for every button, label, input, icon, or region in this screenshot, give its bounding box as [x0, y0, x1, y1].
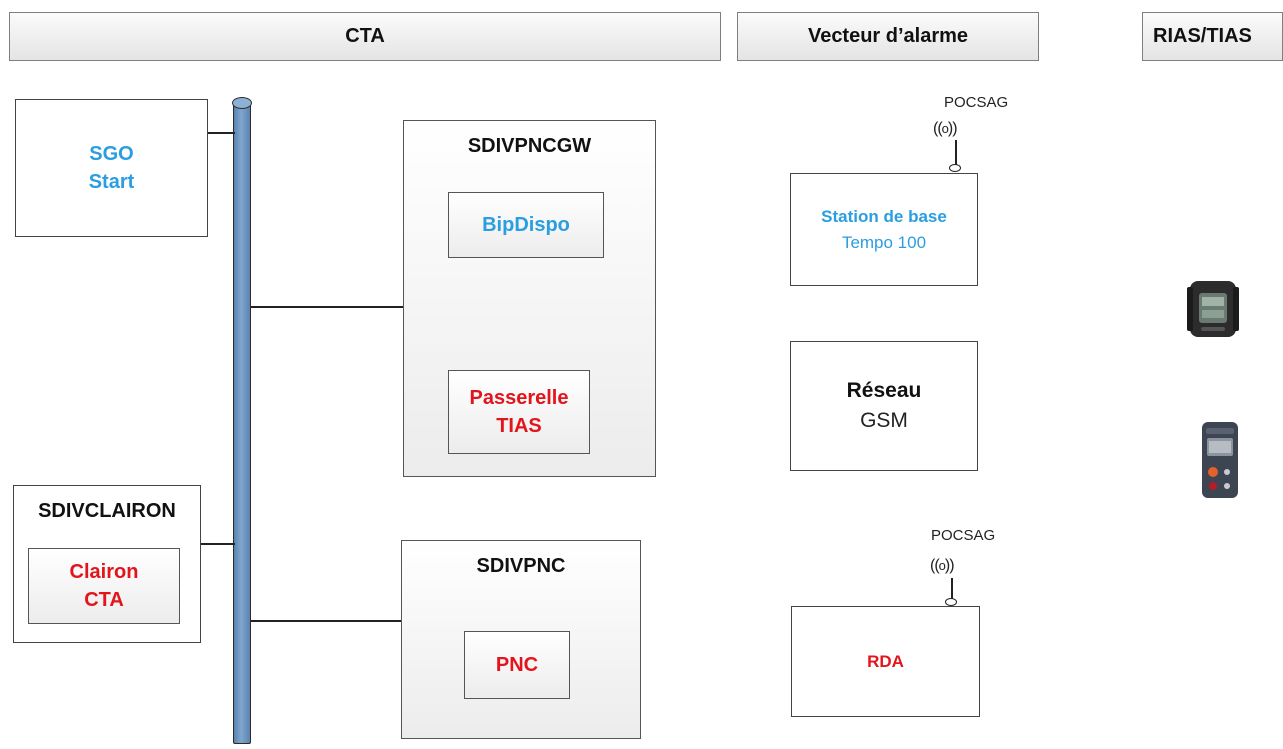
- rda-antenna-knob: [945, 598, 957, 606]
- tempo-100-label: Tempo 100: [841, 232, 927, 252]
- bipdispo-label: BipDispo: [482, 213, 570, 236]
- clairon-cta-box: Clairon CTA: [28, 548, 180, 624]
- network-bus-cap: [232, 97, 252, 109]
- cta-header: CTA: [9, 12, 721, 61]
- rda-antenna-icon: ((o)): [930, 557, 955, 574]
- reseau-gsm-box: Réseau GSM: [790, 341, 978, 471]
- station-pocsag-label: POCSAG: [944, 94, 1009, 111]
- station-de-base-label: Station de base: [821, 206, 947, 226]
- pnc-box: PNC: [464, 631, 570, 699]
- rda-label: RDA: [867, 651, 904, 671]
- rias-tias-header: RIAS/TIAS: [1142, 12, 1283, 61]
- rda-box: RDA: [791, 606, 980, 717]
- pager-device-icon: [1200, 420, 1240, 500]
- passerelle-tias-box: Passerelle TIAS: [448, 370, 590, 454]
- rda-antenna-stem: [951, 578, 953, 602]
- start-label: Start: [88, 171, 135, 193]
- pnc-label: PNC: [495, 653, 539, 676]
- sdivpnc-title: SDIVPNC: [476, 555, 566, 577]
- cta-label: CTA: [84, 589, 124, 611]
- connector-sdivclairon: [200, 543, 235, 545]
- sgo-label: SGO: [89, 143, 134, 165]
- gsm-label: GSM: [860, 409, 908, 432]
- reseau-label: Réseau: [846, 379, 922, 402]
- station-antenna-icon: ((o)): [933, 120, 958, 137]
- connector-sdivpncgw: [251, 306, 404, 308]
- station-de-base-box: Station de base Tempo 100: [790, 173, 978, 286]
- passerelle-label: Passerelle: [469, 387, 569, 409]
- sdivpncgw-title: SDIVPNCGW: [467, 135, 592, 157]
- clairon-label: Clairon: [69, 561, 139, 583]
- bipdispo-box: BipDispo: [448, 192, 604, 258]
- station-antenna-knob: [949, 164, 961, 172]
- sdivpnc-box: SDIVPNC PNC: [401, 540, 641, 739]
- connector-sgo: [208, 132, 235, 134]
- pager-device-icon: [1187, 277, 1239, 341]
- connector-sdivpnc: [251, 620, 404, 622]
- sdivclairon-title: SDIVCLAIRON: [38, 500, 176, 522]
- sgo-start-box: SGO Start: [15, 99, 208, 237]
- tias-label: TIAS: [496, 415, 542, 437]
- sdivclairon-box: SDIVCLAIRON Clairon CTA: [13, 485, 201, 643]
- rda-pocsag-label: POCSAG: [931, 527, 996, 544]
- network-bus: [233, 104, 251, 744]
- station-antenna-stem: [955, 140, 957, 168]
- vecteur-alarme-header: Vecteur d’alarme: [737, 12, 1039, 61]
- sdivpncgw-box: SDIVPNCGW BipDispo Passerelle TIAS: [403, 120, 656, 477]
